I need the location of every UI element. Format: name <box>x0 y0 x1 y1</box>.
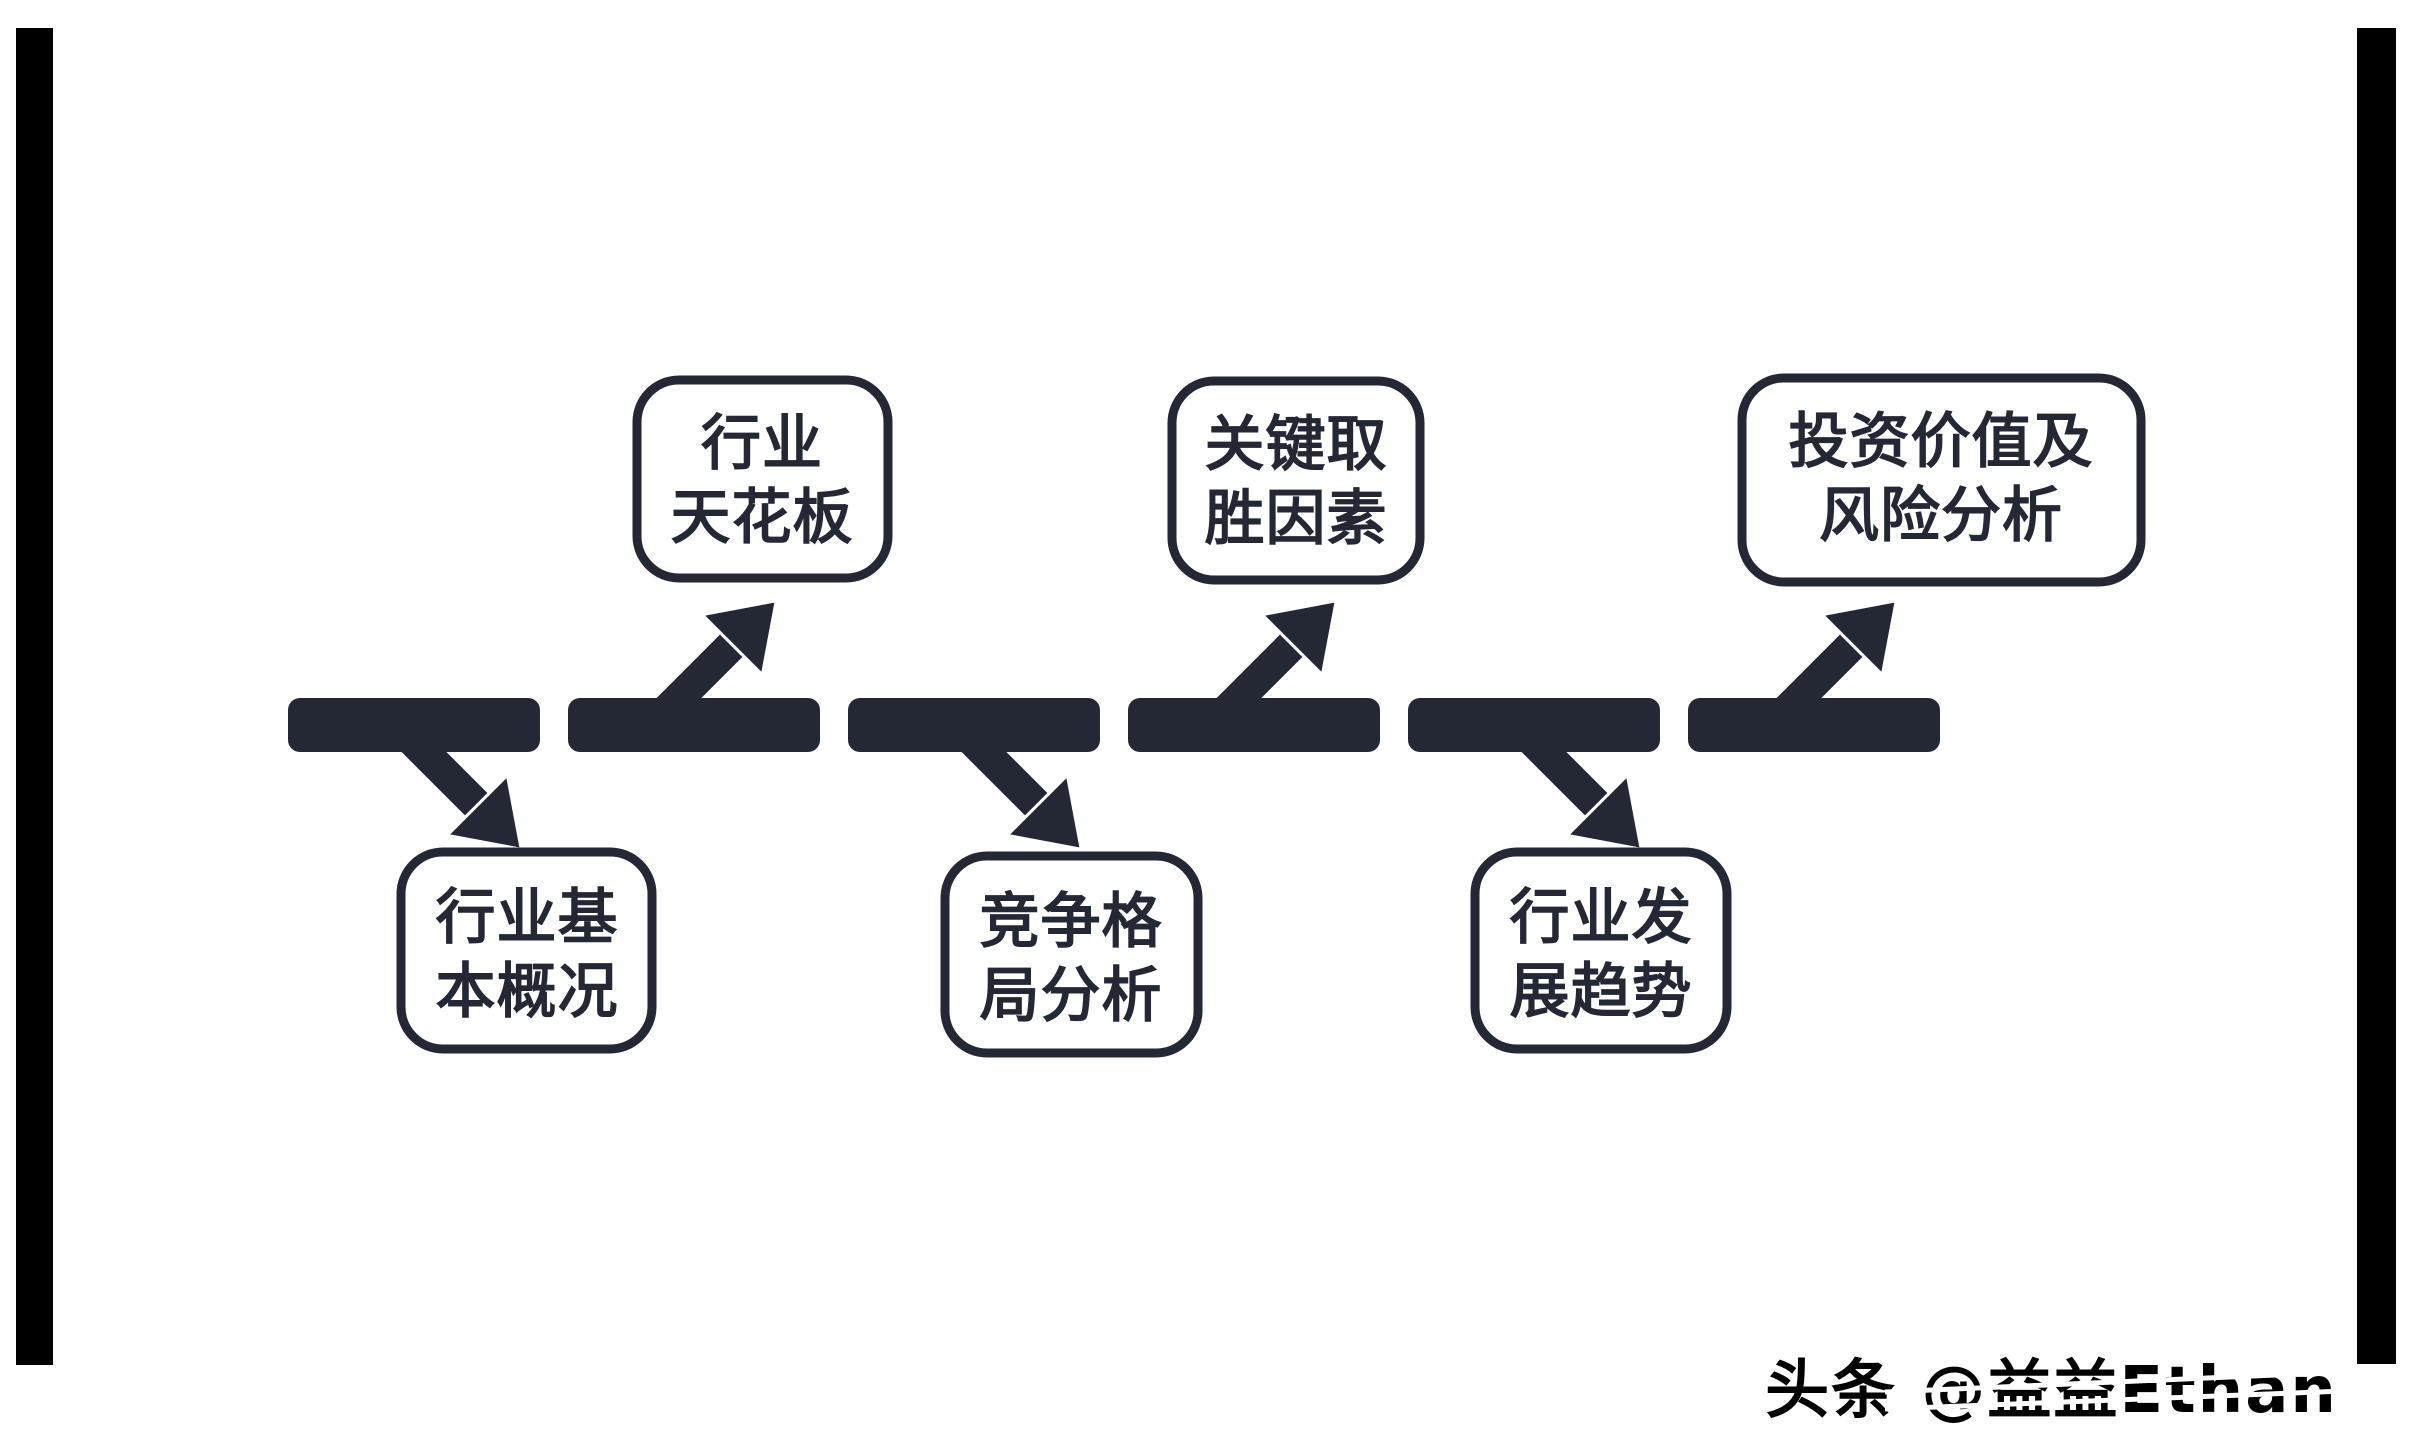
node-frame <box>632 375 893 583</box>
watermark-stripe <box>1884 1369 2346 1395</box>
timeline-segment-3 <box>848 698 1100 752</box>
timeline-segment-2 <box>568 698 820 752</box>
step-box-industry-basic-overview: 行业基 本概况 <box>396 847 657 1054</box>
node-label-line2: 天花板 <box>671 483 854 553</box>
node-label-line1: 行业发 <box>1510 883 1693 953</box>
node-frame <box>1737 373 2146 587</box>
step-box-competitive-landscape: 竞争格 局分析 <box>940 851 1203 1058</box>
node-label-line1: 行业 <box>701 409 823 479</box>
step-box-industry-ceiling: 行业 天花板 <box>632 375 893 583</box>
left-frame-bar <box>16 28 53 1365</box>
step-box-industry-trends: 行业发 展趋势 <box>1470 847 1732 1054</box>
step-box-investment-value-risk: 投资价值及 风险分析 <box>1737 373 2146 587</box>
node-label-line2: 局分析 <box>980 961 1163 1031</box>
node-label-line1: 竞争格 <box>980 887 1163 957</box>
watermark-text: 头条 @益益Ethan <box>1765 1354 2338 1428</box>
node-frame <box>940 851 1203 1058</box>
node-label-line2: 本概况 <box>436 957 619 1027</box>
step-box-key-success-factors: 关键取 胜因素 <box>1167 376 1425 585</box>
timeline <box>288 698 1940 752</box>
node-frame <box>1167 376 1425 585</box>
node-label-line2: 胜因素 <box>1205 484 1388 554</box>
node-frame <box>1470 847 1732 1054</box>
node-label-line1: 行业基 <box>436 883 619 953</box>
timeline-segment-6 <box>1688 698 1940 752</box>
node-frame <box>396 847 657 1054</box>
timeline-segment-4 <box>1128 698 1380 752</box>
timeline-segment-5 <box>1408 698 1660 752</box>
node-label-line2: 风险分析 <box>1819 481 2063 551</box>
node-label-line1: 投资价值及 <box>1789 407 2094 477</box>
right-frame-bar <box>2357 28 2396 1364</box>
watermark-stripe <box>1884 1388 2346 1412</box>
timeline-segment-1 <box>288 698 540 752</box>
watermark: 头条 @益益Ethan <box>1765 1354 2346 1428</box>
node-label-line2: 展趋势 <box>1510 957 1693 1027</box>
node-label-line1: 关键取 <box>1205 410 1388 480</box>
